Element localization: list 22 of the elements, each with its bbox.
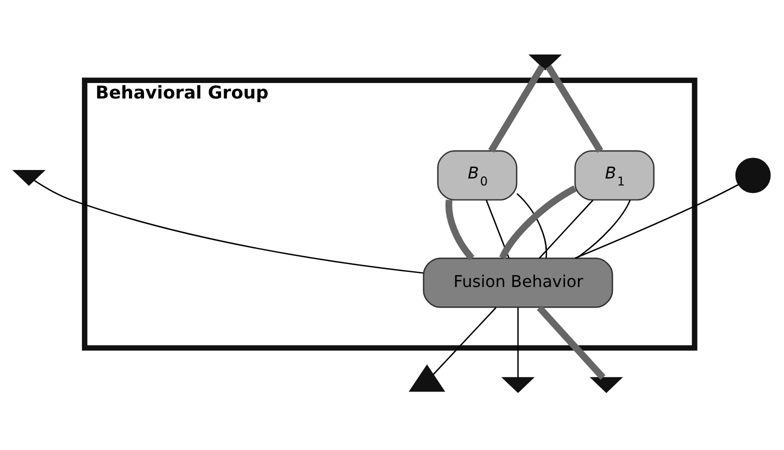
connector [517,308,519,378]
connector [574,184,739,259]
node-box: B$_{1}$ [574,150,655,201]
node-chevron [528,54,562,70]
node-triangle [408,364,446,392]
node-box: Fusion Behavior [422,258,614,308]
connector [445,200,474,260]
connector [34,180,424,274]
connector [432,307,496,376]
node-chevron [501,377,535,394]
node-chevron [12,170,46,186]
node-circle [735,158,771,194]
connector [546,64,604,153]
connector [516,193,548,258]
connector [499,185,577,260]
connector [538,200,594,259]
connector [576,200,631,259]
connector [488,64,545,153]
connector [536,305,606,380]
node-box: B$_{0}$ [437,150,518,201]
connector [486,200,510,258]
node-chevron [590,377,623,394]
